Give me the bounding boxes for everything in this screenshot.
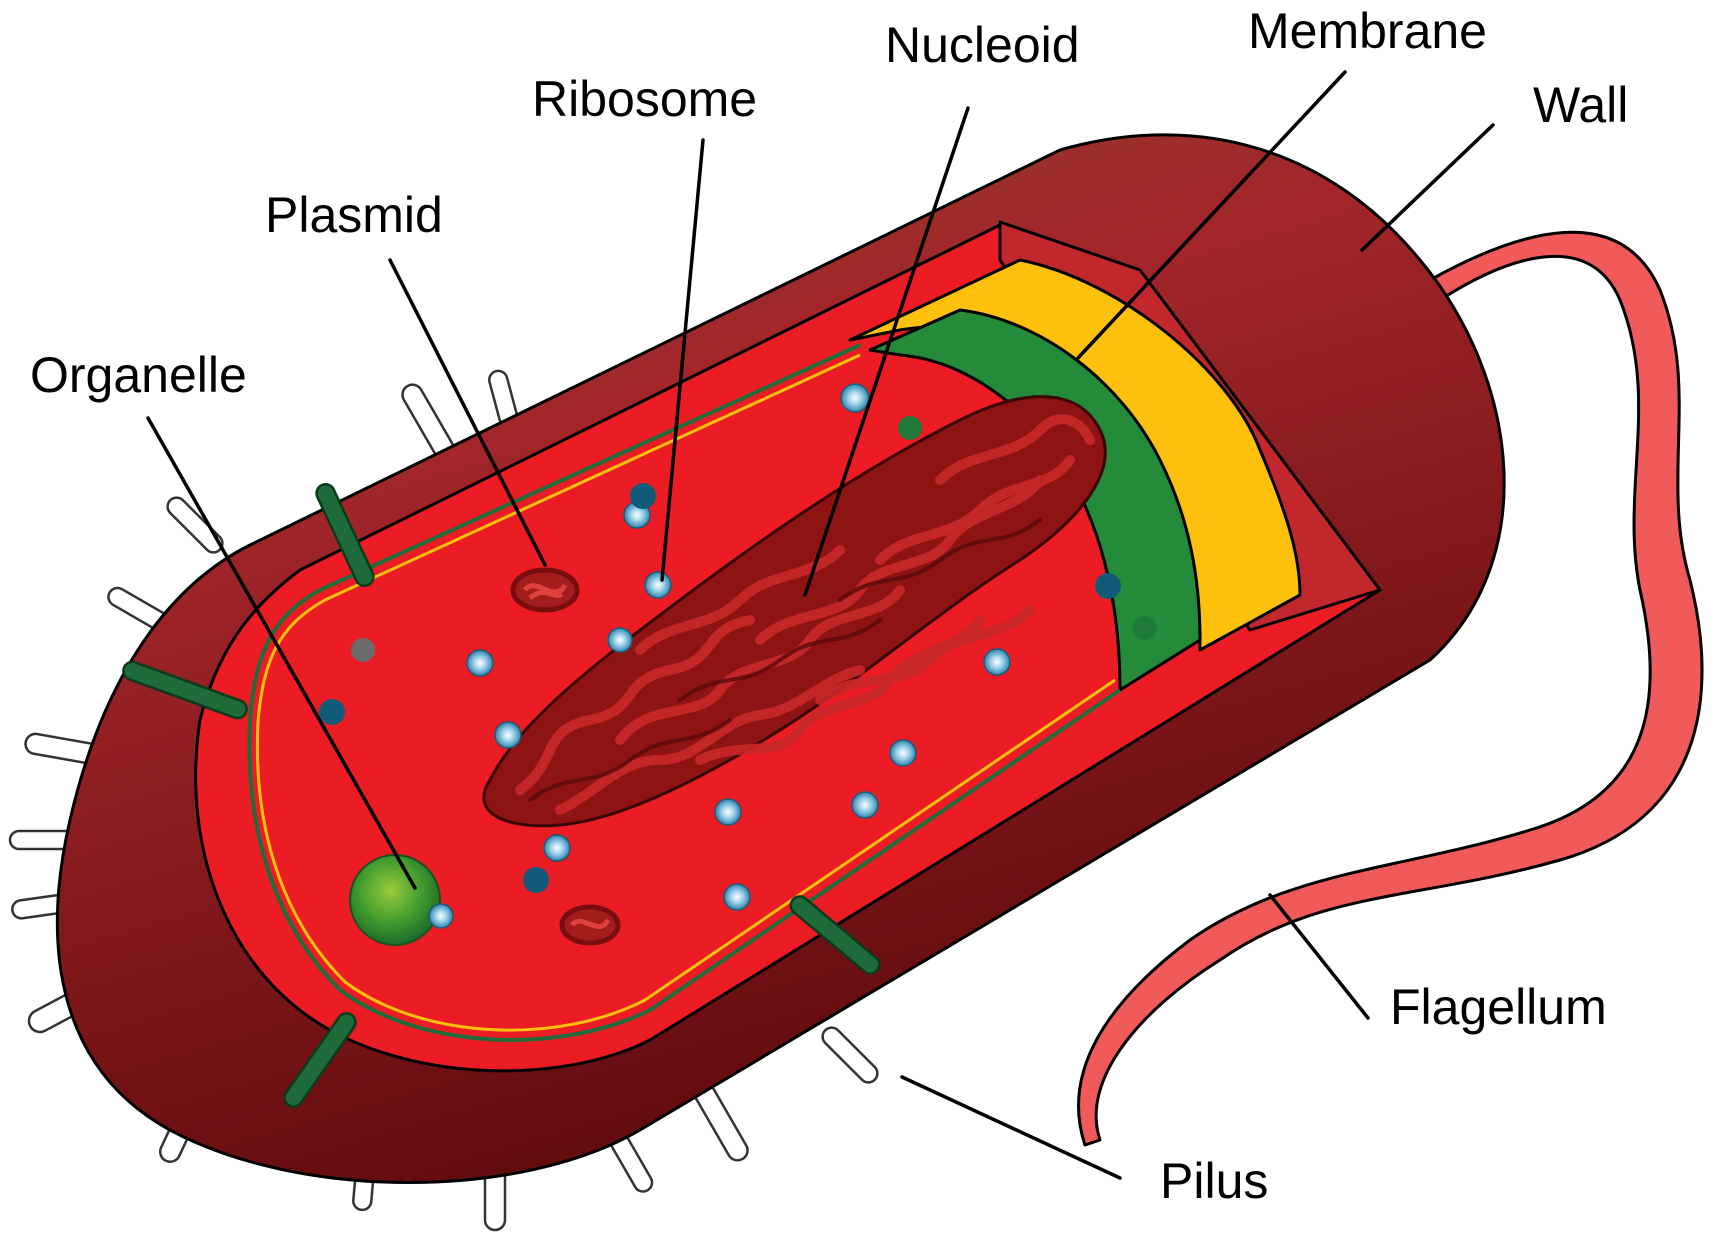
ribosome-icon <box>841 384 869 412</box>
ribosome-icon <box>523 867 549 893</box>
label-ribosome: Ribosome <box>532 71 757 127</box>
ribosome-icon <box>495 722 521 748</box>
ribosome-icon <box>852 792 878 818</box>
ribosome-icon <box>351 638 375 662</box>
leader-wall <box>1362 125 1493 250</box>
ribosome-icon <box>984 649 1010 675</box>
ribosome-icon <box>544 835 570 861</box>
label-flagellum: Flagellum <box>1390 979 1607 1035</box>
organelle-sphere-icon <box>350 855 440 945</box>
ribosome-icon <box>467 650 493 676</box>
ribosome-icon <box>319 699 345 725</box>
ribosome-icon <box>1095 573 1121 599</box>
label-organelle: Organelle <box>30 347 247 403</box>
plasmid-icon <box>513 570 577 610</box>
label-wall: Wall <box>1533 77 1628 133</box>
ribosome-icon <box>645 572 671 598</box>
ribosome-icon <box>898 416 922 440</box>
label-nucleoid: Nucleoid <box>885 17 1080 73</box>
ribosome-icon <box>630 483 656 509</box>
ribosome-icon <box>715 799 741 825</box>
pilus-icon <box>819 1024 881 1086</box>
label-pilus: Pilus <box>1160 1153 1268 1209</box>
label-plasmid: Plasmid <box>265 187 443 243</box>
ribosome-icon <box>890 740 916 766</box>
ribosome-icon <box>724 884 750 910</box>
ribosome-icon <box>608 628 632 652</box>
ribosome-icon <box>1133 616 1157 640</box>
plasmid-icon <box>562 907 618 943</box>
ribosome-icon <box>429 904 453 928</box>
label-membrane: Membrane <box>1248 3 1487 59</box>
